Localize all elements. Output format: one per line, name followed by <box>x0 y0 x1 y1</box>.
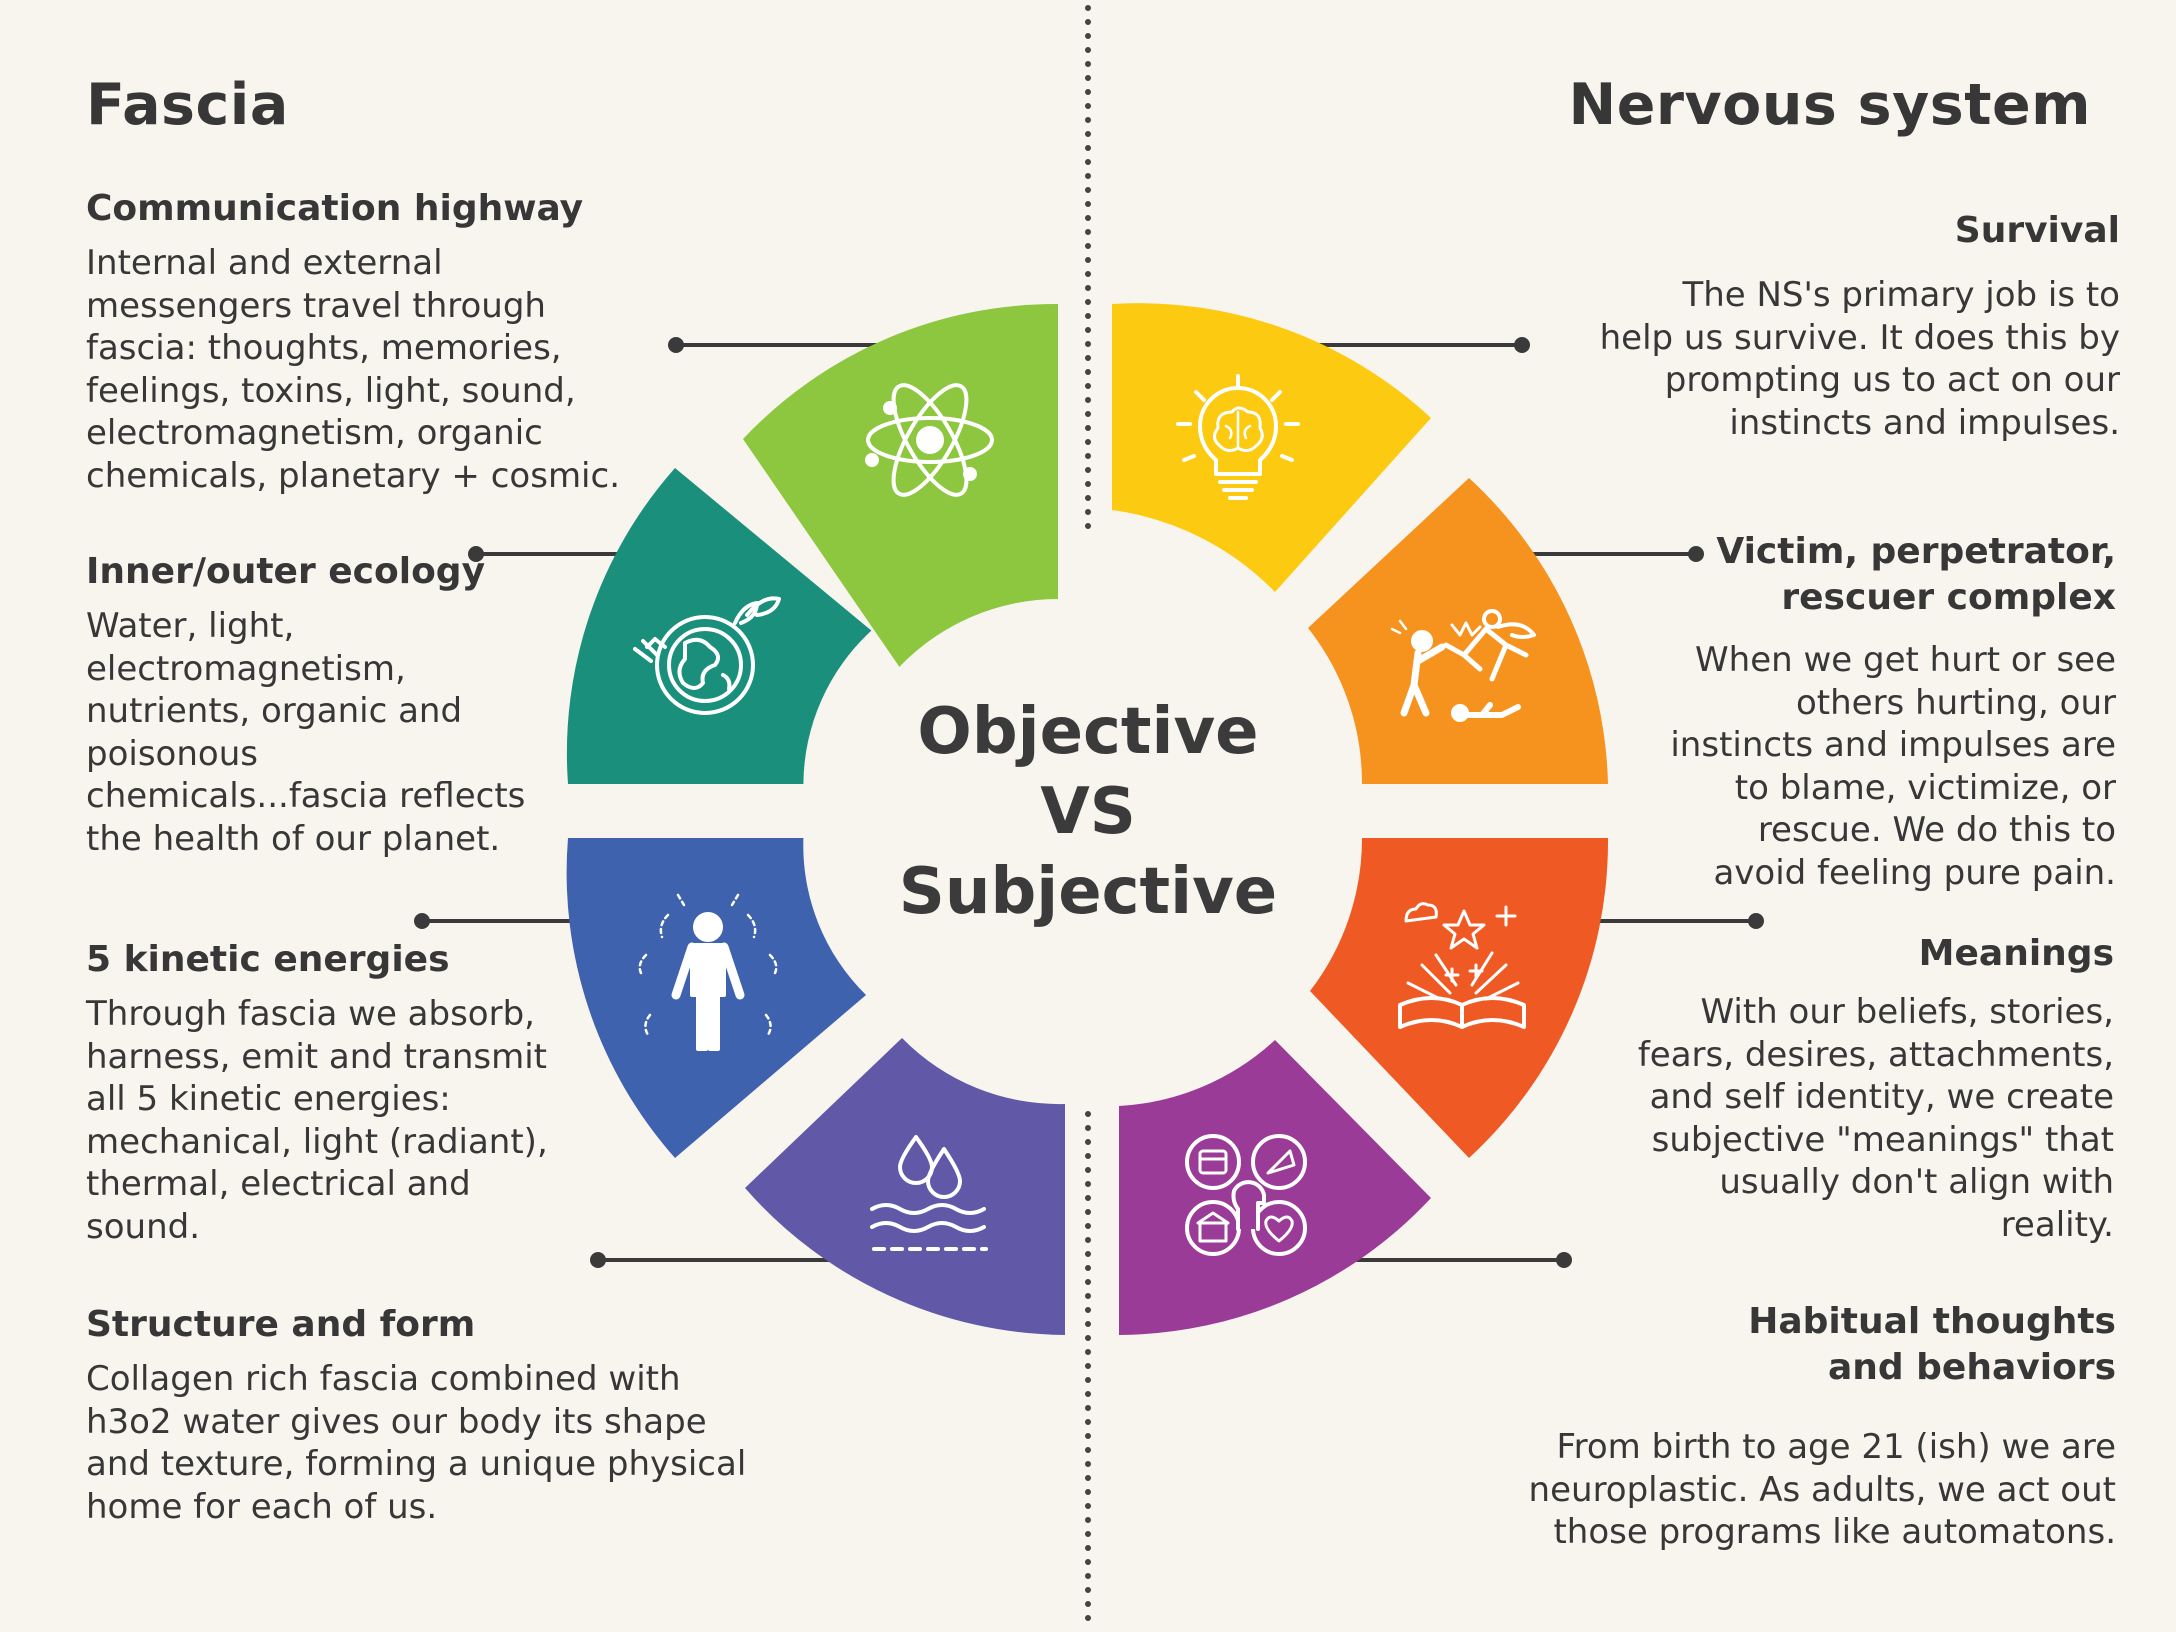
structure-and-form-text: Collagen rich fascia combined with h3o2 … <box>86 1359 747 1527</box>
nervous-system-title: Nervous system <box>1568 72 2091 138</box>
inner-outer-ecology-heading: Inner/outer ecology <box>86 551 486 592</box>
meanings-heading: Meanings <box>1918 933 2114 974</box>
victim-perpetrator-rescuer-heading: Victim, perpetrator, rescuer complex <box>1716 531 2116 618</box>
survival-block: Survival The NS's primary job is to help… <box>1500 208 2120 444</box>
kinetic-energies-text: Through fascia we absorb, harness, emit … <box>86 994 548 1247</box>
survival-heading: Survival <box>1954 210 2120 251</box>
brain-bulb-icon <box>1176 374 1300 500</box>
connector-right-2 <box>1504 546 1704 562</box>
segment-meanings <box>1310 838 1609 1158</box>
meanings-text: With our beliefs, stories, fears, desire… <box>1637 992 2114 1245</box>
water-drops-icon <box>870 1135 988 1251</box>
segment-inner-outer-ecology <box>566 468 872 784</box>
energy-person-icon <box>638 893 778 1051</box>
communication-highway-text: Internal and external messengers travel … <box>86 243 621 496</box>
open-book-sparkles-icon <box>1398 902 1526 1029</box>
atom-icon <box>865 383 994 497</box>
kinetic-energies-heading: 5 kinetic energies <box>86 939 450 980</box>
victim-perpetrator-rescuer-text: When we get hurt or see others hurting, … <box>1670 640 2116 893</box>
survival-text: The NS's primary job is to help us survi… <box>1599 275 2120 443</box>
center-label: Objective VS Subjective <box>898 695 1278 929</box>
victim-perpetrator-rescuer-block: Victim, perpetrator, rescuer complex Whe… <box>1496 529 2116 894</box>
head-apps-icon <box>1185 1134 1307 1256</box>
fascia-title: Fascia <box>86 72 289 138</box>
connector-left-4 <box>590 1252 852 1268</box>
habitual-thoughts-block: Habitual thoughts and behaviors From bir… <box>1496 1299 2116 1554</box>
kinetic-energies-block: 5 kinetic energies Through fascia we abs… <box>86 937 706 1248</box>
habitual-thoughts-heading: Habitual thoughts and behaviors <box>1748 1301 2116 1388</box>
inner-outer-ecology-block: Inner/outer ecology Water, light, electr… <box>86 549 706 860</box>
communication-highway-block: Communication highway Internal and exter… <box>86 186 706 497</box>
communication-highway-heading: Communication highway <box>86 188 584 229</box>
conflict-scene-icon <box>1390 609 1536 722</box>
eco-globe-icon <box>633 596 781 715</box>
segment-communication-highway <box>743 303 1058 667</box>
meanings-block: Meanings With our beliefs, stories, fear… <box>1494 931 2114 1246</box>
inner-outer-ecology-text: Water, light, electromagnetism, nutrient… <box>86 606 526 859</box>
habitual-thoughts-text: From birth to age 21 (ish) we are neurop… <box>1528 1427 2116 1552</box>
structure-and-form-heading: Structure and form <box>86 1304 476 1345</box>
structure-and-form-block: Structure and form Collagen rich fascia … <box>86 1302 786 1528</box>
segment-structure-and-form <box>745 1038 1065 1335</box>
